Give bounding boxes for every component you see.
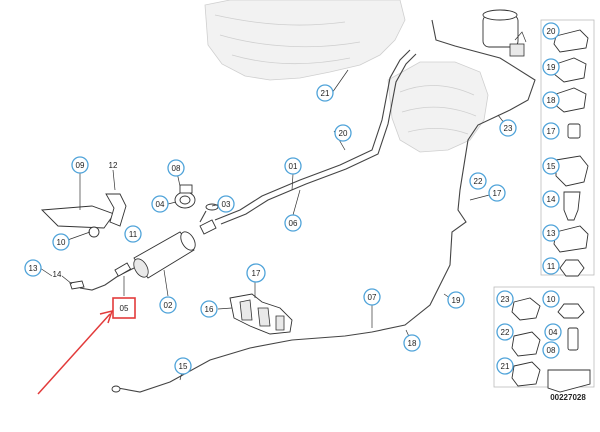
callout-15-side[interactable]: 15 xyxy=(542,157,560,175)
callout-04[interactable]: 04 xyxy=(151,195,169,213)
callout-06[interactable]: 06 xyxy=(284,214,302,232)
highlight-annotation xyxy=(37,297,136,395)
svg-text:04: 04 xyxy=(549,328,558,337)
callout-03[interactable]: 03 xyxy=(217,195,235,213)
mounting-bracket xyxy=(40,193,138,242)
callout-20[interactable]: 20 xyxy=(334,124,352,142)
callout-10-side[interactable]: 10 xyxy=(542,290,560,308)
svg-text:23: 23 xyxy=(504,124,513,133)
callout-05[interactable]: 05 xyxy=(120,304,129,313)
svg-text:21: 21 xyxy=(501,362,510,371)
svg-text:08: 08 xyxy=(547,346,556,355)
svg-text:06: 06 xyxy=(289,219,298,228)
svg-text:09: 09 xyxy=(76,161,85,170)
svg-text:15: 15 xyxy=(547,162,556,171)
svg-text:20: 20 xyxy=(547,27,556,36)
callout-13-side[interactable]: 13 xyxy=(542,224,560,242)
svg-text:17: 17 xyxy=(493,189,502,198)
callout-13[interactable]: 13 xyxy=(24,259,42,277)
svg-text:21: 21 xyxy=(321,89,330,98)
callout-08[interactable]: 08 xyxy=(167,159,185,177)
callout-04-side[interactable]: 04 xyxy=(544,323,562,341)
svg-text:10: 10 xyxy=(547,295,556,304)
callout-14[interactable]: 14 xyxy=(53,270,62,279)
svg-text:04: 04 xyxy=(156,200,165,209)
svg-text:01: 01 xyxy=(289,162,298,171)
svg-text:20: 20 xyxy=(339,129,348,138)
fuel-tank-illustration xyxy=(204,0,489,153)
callout-17-side[interactable]: 17 xyxy=(542,122,560,140)
callout-12[interactable]: 12 xyxy=(109,161,118,170)
svg-text:14: 14 xyxy=(547,195,556,204)
callout-22[interactable]: 22 xyxy=(469,172,487,190)
callout-18[interactable]: 18 xyxy=(403,334,421,352)
svg-text:14: 14 xyxy=(53,270,62,279)
svg-text:03: 03 xyxy=(222,200,231,209)
svg-text:13: 13 xyxy=(547,229,556,238)
svg-text:10: 10 xyxy=(57,238,66,247)
small-connector xyxy=(69,280,85,290)
callout-19-side[interactable]: 19 xyxy=(542,58,560,76)
svg-text:11: 11 xyxy=(547,262,556,271)
callout-11[interactable]: 11 xyxy=(124,225,142,243)
svg-text:19: 19 xyxy=(547,63,556,72)
callout-16[interactable]: 16 xyxy=(200,300,218,318)
side-parts-column xyxy=(493,19,595,393)
svg-text:17: 17 xyxy=(252,269,261,278)
callout-09[interactable]: 09 xyxy=(71,156,89,174)
callout-17b[interactable]: 17 xyxy=(246,263,266,283)
svg-text:15: 15 xyxy=(179,362,188,371)
callout-21[interactable]: 21 xyxy=(316,84,334,102)
svg-text:13: 13 xyxy=(29,264,38,273)
callout-07[interactable]: 07 xyxy=(363,288,381,306)
pipe-clip-assembly xyxy=(229,293,293,335)
svg-text:11: 11 xyxy=(129,230,138,239)
svg-text:07: 07 xyxy=(368,293,377,302)
svg-text:19: 19 xyxy=(452,296,461,305)
svg-text:23: 23 xyxy=(501,295,510,304)
callout-23-side[interactable]: 23 xyxy=(496,290,514,308)
svg-text:17: 17 xyxy=(547,127,556,136)
callouts: 20 19 18 17 15 14 13 11 10 23 08 22 04 2… xyxy=(24,22,562,375)
callout-19[interactable]: 19 xyxy=(447,291,465,309)
svg-text:22: 22 xyxy=(501,328,510,337)
fuel-filter xyxy=(133,219,217,279)
svg-text:18: 18 xyxy=(547,96,556,105)
svg-text:08: 08 xyxy=(172,164,181,173)
charcoal-canister xyxy=(482,9,525,57)
callout-23[interactable]: 23 xyxy=(499,119,517,137)
svg-text:05: 05 xyxy=(120,304,129,313)
svg-text:16: 16 xyxy=(205,305,214,314)
svg-text:18: 18 xyxy=(408,339,417,348)
callout-22-side[interactable]: 22 xyxy=(496,323,514,341)
hose-connector xyxy=(114,262,132,277)
highlight-arrow xyxy=(37,313,111,395)
callout-01[interactable]: 01 xyxy=(284,157,302,175)
callout-18-side[interactable]: 18 xyxy=(542,91,560,109)
callout-08-side[interactable]: 08 xyxy=(542,341,560,359)
diagram-number: 00227028 xyxy=(550,393,586,402)
callout-17[interactable]: 17 xyxy=(488,184,506,202)
svg-text:02: 02 xyxy=(164,301,173,310)
hose-clamp xyxy=(174,184,196,209)
callout-02[interactable]: 02 xyxy=(159,296,177,314)
svg-text:22: 22 xyxy=(474,177,483,186)
callout-15[interactable]: 15 xyxy=(174,357,192,375)
callout-20-side[interactable]: 20 xyxy=(542,22,560,40)
callout-10[interactable]: 10 xyxy=(52,233,70,251)
callout-21-side[interactable]: 21 xyxy=(496,357,514,375)
callout-11-side[interactable]: 11 xyxy=(542,257,560,275)
highlight-box xyxy=(112,297,136,319)
callout-14-side[interactable]: 14 xyxy=(542,190,560,208)
svg-text:12: 12 xyxy=(109,161,118,170)
